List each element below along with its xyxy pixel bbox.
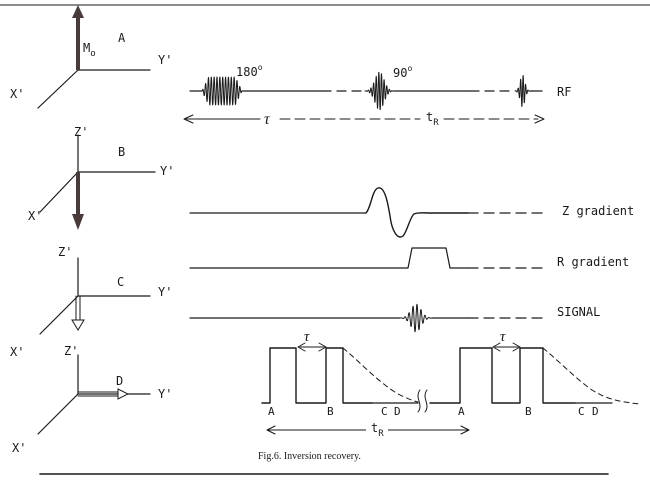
rf-pulse-next (514, 75, 531, 107)
seq-letter-b-right: B (525, 405, 532, 418)
panel-c-x-label: X' (10, 345, 24, 359)
panel-c-letter: C (117, 275, 124, 289)
recovery-curve-right (542, 347, 641, 405)
figure-caption: Fig.6. Inversion recovery. (258, 451, 361, 462)
panel-d-y-label: Y' (158, 387, 172, 401)
panel-a-y-label: Y' (158, 53, 172, 67)
r-gradient-label: R gradient (557, 255, 629, 269)
panel-a-letter: A (118, 31, 126, 45)
seq-letter-d-right: D (592, 405, 599, 418)
z-gradient-label: Z gradient (562, 204, 634, 218)
seq-letter-d-left: D (394, 405, 401, 418)
seq-letter-c-right: C (578, 405, 585, 418)
r-gradient-trace: R gradient (189, 247, 629, 269)
rf-pulse-90 (364, 71, 395, 111)
sequence-pulses-left (261, 347, 373, 404)
signal-trace: SIGNAL (189, 303, 600, 333)
panel-b-z-label: Z' (74, 125, 88, 139)
z-gradient-lobe (365, 187, 469, 238)
axis-break-2 (424, 389, 428, 413)
magnetization-arrowhead-b (72, 214, 84, 230)
panel-a-x-label: X' (10, 87, 24, 101)
tau-label-left: τ (304, 329, 310, 345)
signal-echo (399, 303, 433, 333)
tau-label-rf: τ (264, 111, 271, 128)
pulse-180-label: 180o (236, 63, 263, 79)
axis-break-1 (417, 389, 421, 413)
panel-b-x-label: X' (28, 209, 42, 223)
panel-c-y-label: Y' (158, 285, 172, 299)
z-gradient-trace: Z gradient (189, 187, 634, 238)
panel-a: Mo A Y' X' (10, 5, 172, 109)
panel-d-z-label: Z' (64, 344, 78, 358)
seq-letter-c-left: C (381, 405, 388, 418)
hollow-arrowhead-c (71, 319, 85, 331)
seq-letter-a-left: A (268, 405, 275, 418)
seq-letter-b-left: B (327, 405, 334, 418)
recovery-curve-left (342, 347, 419, 403)
tr-label-rf: tR (426, 110, 439, 128)
panel-c: Z' C Y' X' (10, 245, 172, 359)
pulse-90-label: 90o (393, 64, 412, 80)
magnetization-label: Mo (83, 41, 96, 59)
panel-b-letter: B (118, 145, 125, 159)
rf-pulse-180 (201, 76, 243, 106)
panel-c-z-label: Z' (58, 245, 72, 259)
hollow-arrowhead-d (117, 388, 130, 400)
rf-trace: 180o 90o RF τ tR (183, 63, 571, 128)
tr-label-sequence: tR (371, 421, 384, 439)
panel-d: Z' D Y' X' (12, 344, 172, 455)
panel-d-x-label: X' (12, 441, 26, 455)
panel-d-letter: D (116, 374, 123, 388)
rf-label: RF (557, 85, 571, 99)
seq-letter-a-right: A (458, 405, 465, 418)
tau-label-right: τ (500, 329, 506, 345)
r-gradient-pulse (189, 247, 469, 269)
signal-label: SIGNAL (557, 305, 600, 319)
sequence-pulses-right (429, 347, 576, 404)
panel-b: Z' B Y' X' (28, 125, 174, 230)
magnetization-arrowhead-a (72, 5, 84, 18)
sequence-timing: τ τ A B C D A B C D tR (261, 329, 641, 439)
panel-b-y-label: Y' (160, 164, 174, 178)
